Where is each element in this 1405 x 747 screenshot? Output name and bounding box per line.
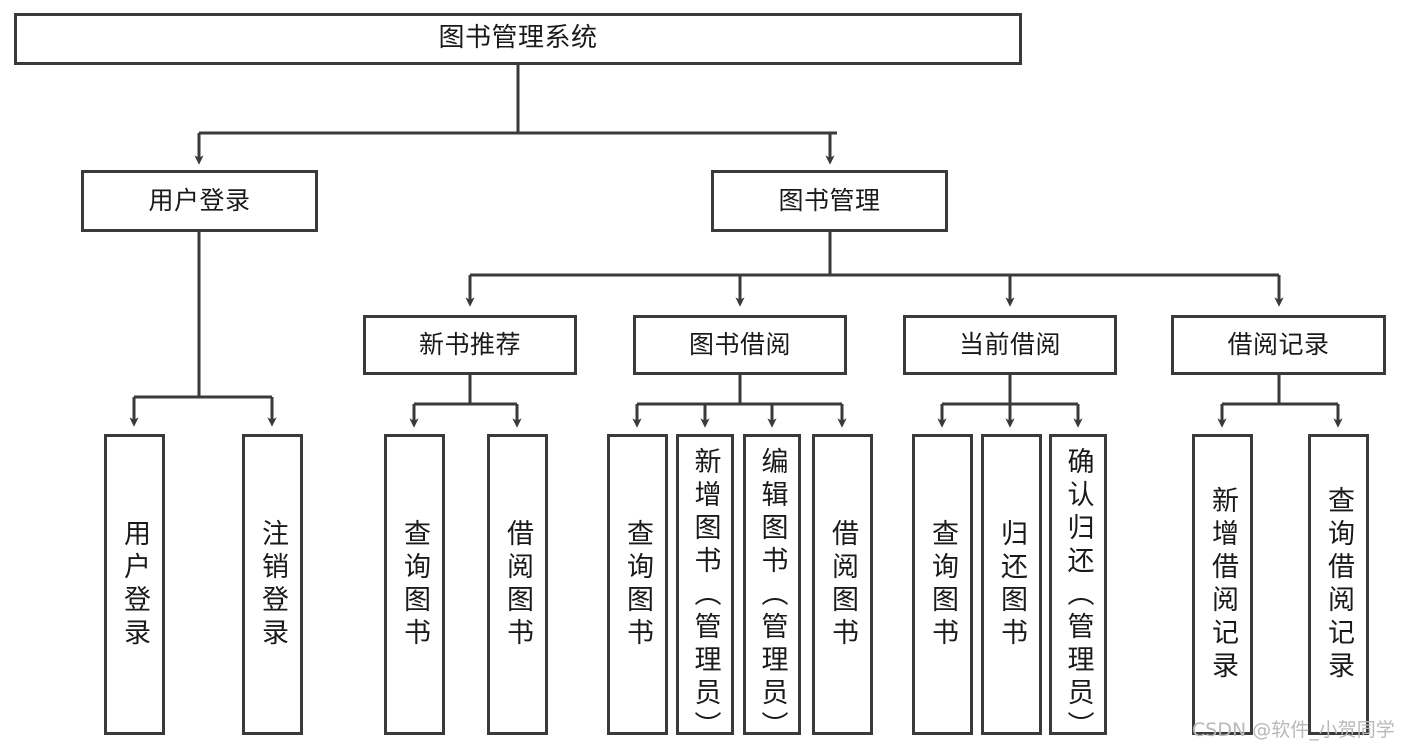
node-current-borrow[interactable]: 当前借阅 (903, 315, 1117, 375)
node-label: 归还图书 (996, 518, 1027, 651)
node-borrow-record[interactable]: 借阅记录 (1171, 315, 1386, 375)
node-user-login[interactable]: 用户登录 (81, 170, 318, 232)
node-label: 用户登录 (119, 518, 150, 651)
leaf-borrow-edit-book-admin[interactable]: 编辑图书（管理员） (743, 434, 801, 744)
node-book-borrow[interactable]: 图书借阅 (633, 315, 847, 375)
leaf-user-login-login[interactable]: 用户登录 (104, 434, 165, 735)
leaf-current-return-book[interactable]: 归还图书 (981, 434, 1042, 735)
node-label: 图书借阅 (688, 329, 791, 359)
leaf-new-book-query[interactable]: 查询图书 (384, 434, 445, 735)
node-label: 图书管理 (778, 185, 881, 215)
leaf-borrow-query-book[interactable]: 查询图书 (607, 434, 668, 735)
leaf-new-book-borrow[interactable]: 借阅图书 (487, 434, 548, 735)
node-label: 新增借阅记录 (1207, 485, 1238, 684)
leaf-current-confirm-return-admin[interactable]: 确认归还（管理员） (1049, 434, 1107, 744)
node-label: 查询图书 (399, 518, 430, 651)
node-label: 图书管理系统 (438, 23, 598, 54)
node-label: 借阅图书 (827, 518, 858, 651)
node-book-management[interactable]: 图书管理 (711, 170, 948, 232)
watermark-text: CSDN @软件_小贺同学 (1192, 719, 1395, 741)
leaf-record-add-record[interactable]: 新增借阅记录 (1192, 434, 1253, 735)
node-label: 查询图书 (622, 518, 653, 651)
node-label: 新书推荐 (418, 329, 521, 359)
node-label: 用户登录 (148, 185, 251, 215)
node-label: 编辑图书（管理员） (756, 447, 788, 744)
node-label: 新增图书（管理员） (689, 447, 721, 744)
node-label: 查询图书 (927, 518, 958, 651)
leaf-borrow-borrow-book[interactable]: 借阅图书 (812, 434, 873, 735)
node-new-book-recommend[interactable]: 新书推荐 (363, 315, 577, 375)
node-label: 当前借阅 (958, 329, 1061, 359)
node-label: 查询借阅记录 (1323, 485, 1354, 684)
node-label: 借阅记录 (1227, 329, 1330, 359)
node-label: 注销登录 (257, 518, 288, 651)
leaf-user-login-logout[interactable]: 注销登录 (242, 434, 303, 735)
node-label: 确认归还（管理员） (1062, 447, 1094, 744)
leaf-record-query-record[interactable]: 查询借阅记录 (1308, 434, 1369, 735)
leaf-borrow-add-book-admin[interactable]: 新增图书（管理员） (676, 434, 734, 744)
leaf-current-query-book[interactable]: 查询图书 (912, 434, 973, 735)
node-root-system[interactable]: 图书管理系统 (14, 13, 1022, 65)
node-label: 借阅图书 (502, 518, 533, 651)
